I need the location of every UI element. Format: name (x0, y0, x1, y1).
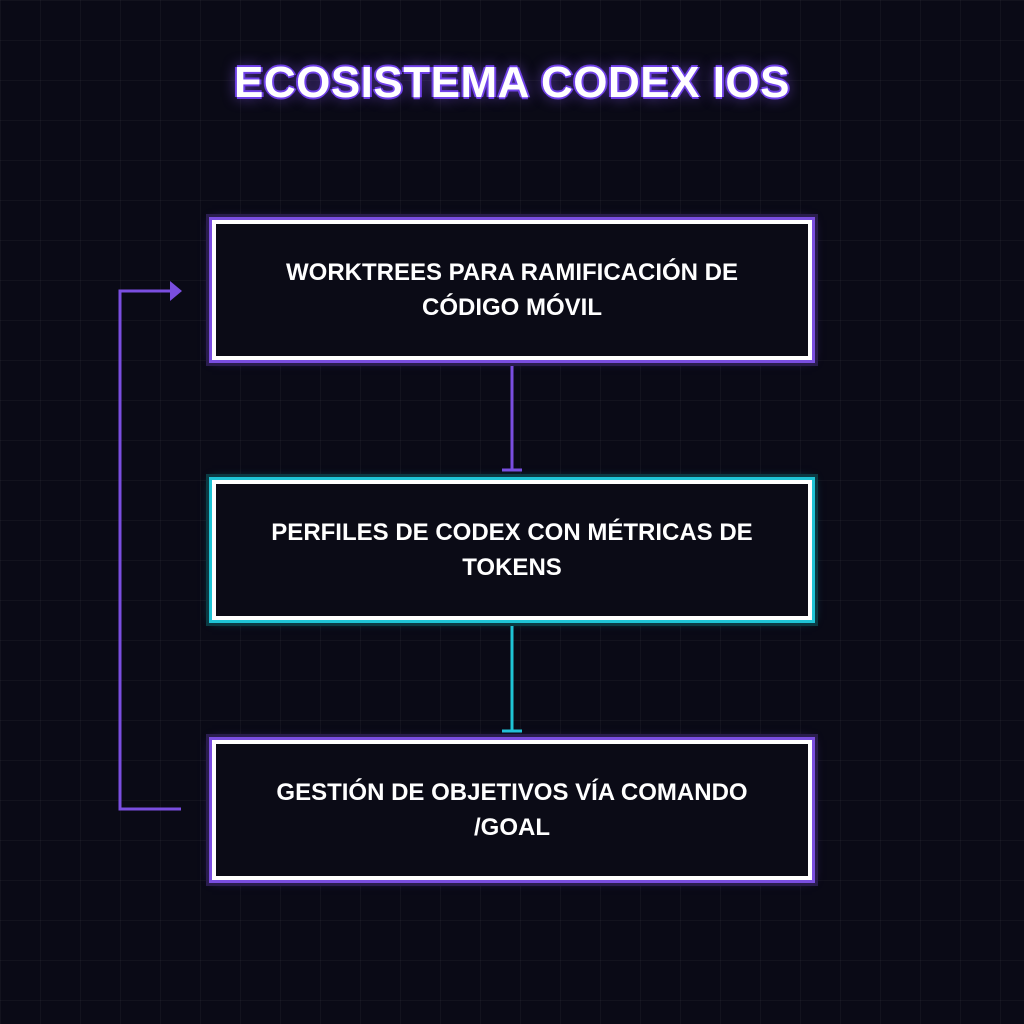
node-perfiles-codex-label: PERFILES DE CODEX CON MÉTRICAS DE TOKENS (271, 519, 753, 581)
node-goal-command: GESTIÓN DE OBJETIVOS VÍA COMANDO /GOAL (212, 740, 812, 880)
diagram-title: ECOSISTEMA CODEX IOS (233, 58, 790, 107)
node-goal-command-label: GESTIÓN DE OBJETIVOS VÍA COMANDO /GOAL (276, 779, 748, 841)
node-perfiles-codex: PERFILES DE CODEX CON MÉTRICAS DE TOKENS (212, 480, 812, 620)
edge-goal-to-worktrees-loop (118, 289, 181, 811)
edge-goal-to-worktrees-arrowhead (170, 281, 182, 301)
node-worktrees-label: WORKTREES PARA RAMIFICACIÓN DE CÓDIGO MÓ… (286, 259, 738, 321)
node-worktrees: WORKTREES PARA RAMIFICACIÓN DE CÓDIGO MÓ… (212, 220, 812, 360)
